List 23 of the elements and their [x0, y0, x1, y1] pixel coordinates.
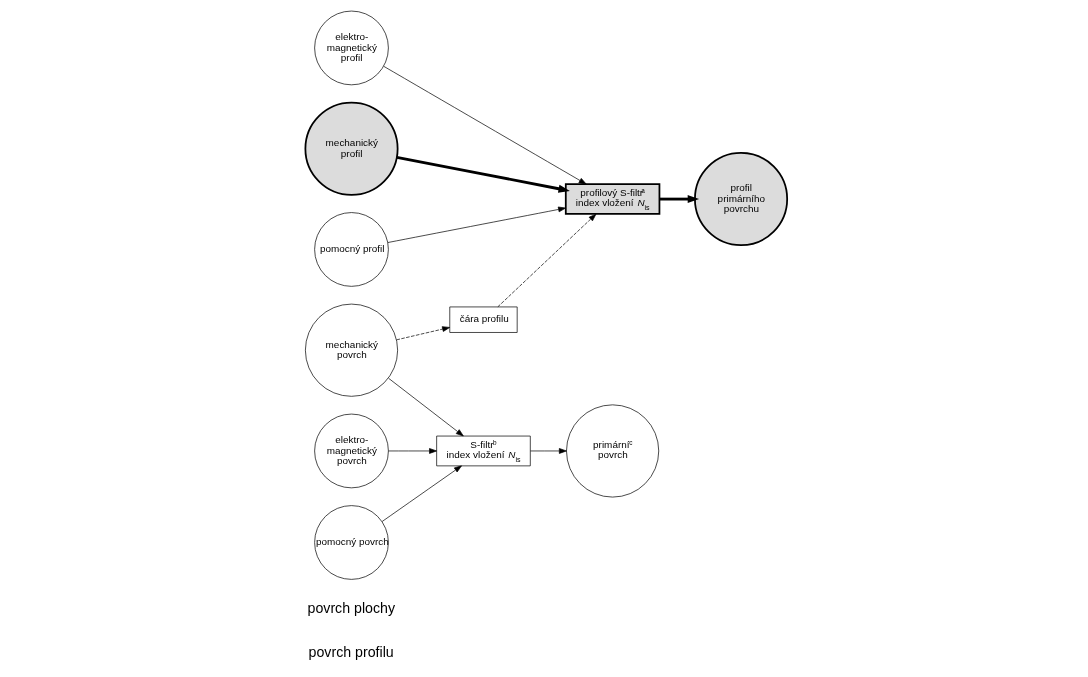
- arrow: [396, 155, 570, 193]
- arrow: [382, 65, 587, 185]
- node-circle: pomocný povrch: [313, 505, 389, 580]
- node-box: čára profilu: [448, 306, 518, 333]
- label: povrch plochy: [307, 600, 395, 617]
- node-circle: elektro-magnetický profil: [313, 10, 389, 86]
- node-circle: mechanický profil: [304, 101, 398, 196]
- node-circle: profil primárního povrchu: [693, 152, 788, 247]
- node-circle: primární$^{c}$ povrch: [565, 404, 659, 498]
- arrow: [386, 206, 566, 243]
- arrow: [387, 377, 464, 437]
- node-circle: elektro-magnetický povrch: [313, 413, 389, 489]
- node-circle: pomocný profil: [313, 212, 389, 287]
- arrow: [381, 465, 462, 522]
- node-box: profilový S-filtr$^{a}$ index vložení N$_{is}$: [564, 183, 660, 215]
- arrow: [395, 326, 450, 341]
- arrow: [387, 448, 437, 454]
- arrow: [529, 448, 567, 454]
- label: povrch profilu: [308, 643, 394, 660]
- arrow: [659, 195, 699, 204]
- arrow: [497, 213, 596, 308]
- node-circle: mechanický povrch: [304, 303, 398, 397]
- node-box: S-filtr$^{b}$ index vložení N$_{is}$: [435, 435, 531, 467]
